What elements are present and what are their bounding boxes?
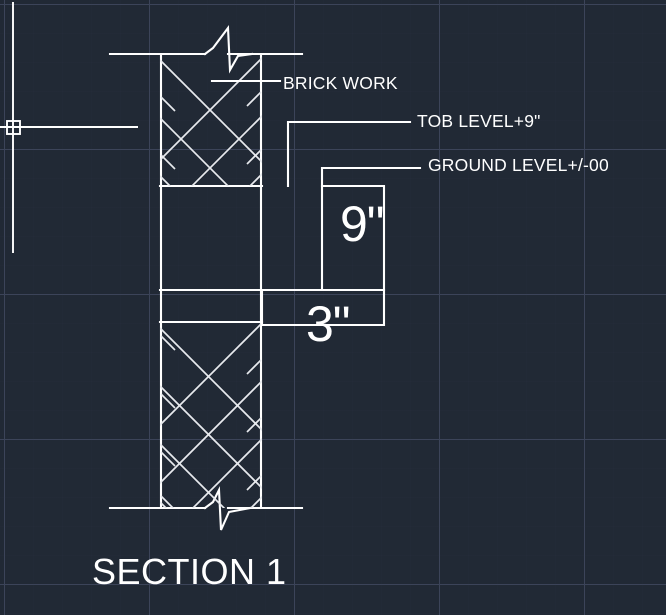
drawing-title: SECTION 1 — [92, 551, 287, 592]
dimension-3-inch: 3" — [306, 296, 351, 352]
ground-level-leader — [320, 166, 422, 292]
note-tob-level: TOB LEVEL+9" — [417, 111, 541, 131]
note-ground-level: GROUND LEVEL+/-00 — [428, 155, 609, 175]
dim-9in-witness — [260, 184, 386, 292]
tob-level-leader — [286, 120, 412, 188]
pickbox — [6, 120, 21, 135]
note-brick-work: BRICK WORK — [283, 73, 398, 93]
brick-hatch-upper — [160, 56, 262, 186]
crosshair-cursor — [0, 2, 138, 253]
dim-3in-witness — [260, 288, 386, 327]
dimension-9-inch: 9" — [340, 196, 385, 252]
brick-hatch-lower — [160, 322, 262, 508]
break-symbol-bottom — [203, 485, 252, 531]
break-symbol-top — [203, 25, 254, 74]
